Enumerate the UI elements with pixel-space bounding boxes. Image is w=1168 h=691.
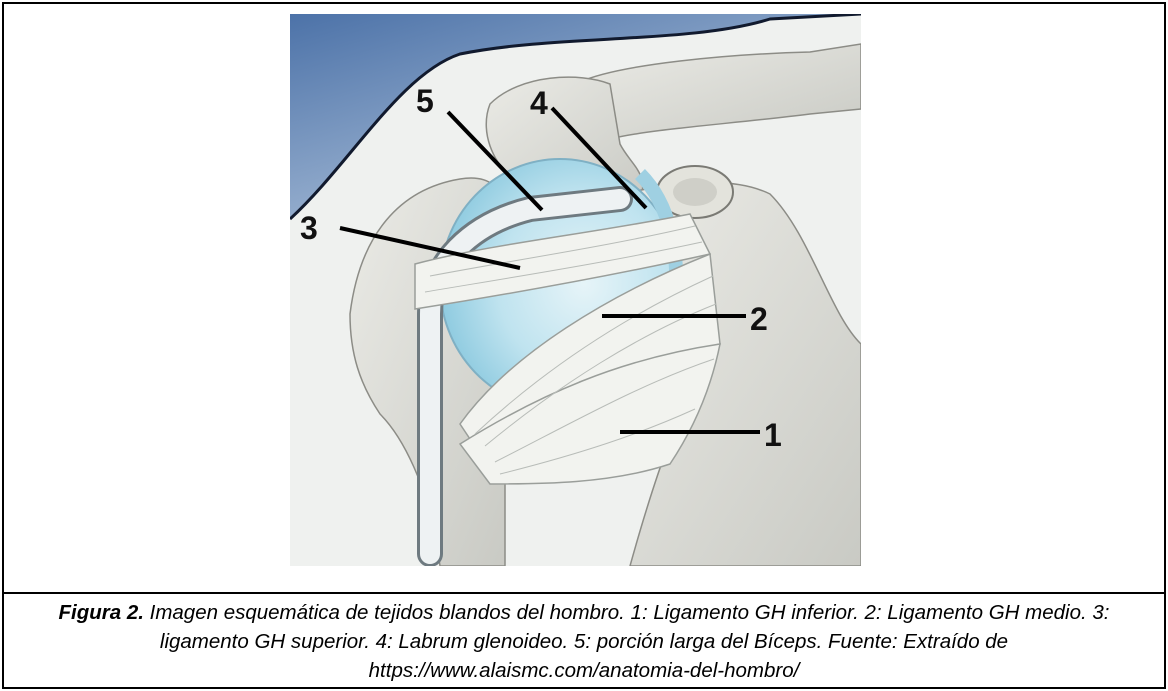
caption-prefix: Figura 2.: [59, 601, 144, 624]
label-3: 3: [300, 210, 318, 246]
figure-caption: Figura 2. Imagen esquemática de tejidos …: [20, 598, 1148, 685]
coracoid-core: [673, 178, 717, 206]
label-4: 4: [530, 85, 548, 121]
caption-text: Imagen esquemática de tejidos blandos de…: [144, 601, 1110, 682]
label-1: 1: [764, 417, 782, 453]
shoulder-anatomy-illustration: 1 2 3 4 5: [290, 14, 861, 566]
caption-divider: [2, 592, 1166, 594]
label-5: 5: [416, 83, 434, 119]
label-2: 2: [750, 301, 768, 337]
